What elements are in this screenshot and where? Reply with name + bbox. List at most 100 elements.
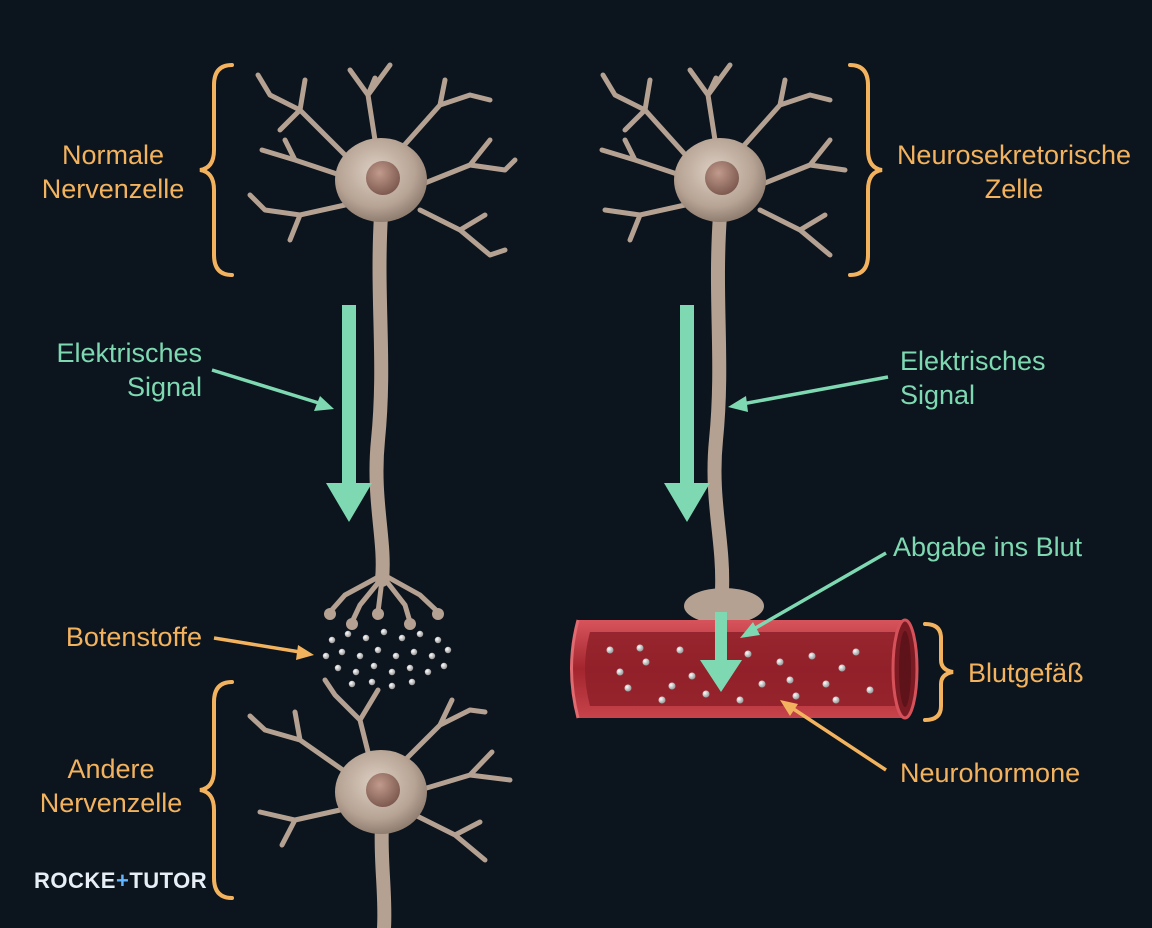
hormone-dot <box>808 652 816 660</box>
hormone-dot <box>744 650 752 658</box>
label-signal-right: Elektrisches Signal <box>900 344 1100 412</box>
messenger-dot <box>388 682 396 690</box>
messenger-dot <box>362 634 370 642</box>
hormone-dot <box>658 696 666 704</box>
neurosecretory-nucleus <box>705 161 739 195</box>
hormone-dot <box>624 684 632 692</box>
messenger-dot <box>406 664 414 672</box>
messenger-dot <box>424 668 432 676</box>
other-neuron-axon <box>374 818 392 928</box>
hormone-dot <box>688 672 696 680</box>
messenger-dot <box>416 630 424 638</box>
label-signal-left-line1: Elektrisches <box>56 338 202 368</box>
neurosecretory-axon <box>707 208 730 597</box>
other-neuron-dendrites <box>247 677 513 863</box>
normal-neuron-nucleus <box>366 161 400 195</box>
messenger-dot <box>338 648 346 656</box>
label-messengers: Botenstoffe <box>65 622 202 652</box>
blood-vessel <box>570 618 919 720</box>
messenger-dot <box>368 678 376 686</box>
neurosecretory-terminal <box>684 588 764 624</box>
messenger-dot <box>408 678 416 686</box>
messenger-dot <box>392 652 400 660</box>
label-neurosecretory-line2: Zelle <box>984 174 1044 204</box>
messenger-molecules <box>322 628 452 690</box>
messenger-dot <box>348 680 356 688</box>
hormone-dot <box>822 680 830 688</box>
pointer-signal-left <box>211 368 334 411</box>
brand-logo: ROCKE+TUTOR <box>34 868 207 894</box>
messenger-dot <box>440 662 448 670</box>
hormone-dot <box>668 682 676 690</box>
hormone-dot <box>702 690 710 698</box>
neurosecretory-dendrites <box>599 62 848 258</box>
hormone-dot <box>606 646 614 654</box>
signal-arrow-left <box>326 305 372 522</box>
other-neuron-nucleus <box>366 773 400 807</box>
hormone-dot <box>616 668 624 676</box>
brackets <box>199 63 954 900</box>
normal-neuron-axon <box>369 208 390 587</box>
hormone-dot <box>736 696 744 704</box>
messenger-dot <box>388 668 396 676</box>
neurohormone-molecules <box>606 644 874 704</box>
messenger-dot <box>410 648 418 656</box>
messenger-dot <box>370 662 378 670</box>
messenger-dot <box>398 634 406 642</box>
label-other-cell-line1: Andere <box>67 754 155 784</box>
bracket-vessel <box>923 622 954 722</box>
hormone-dot <box>786 676 794 684</box>
pointer-neurohormones <box>780 700 887 772</box>
hormone-dot <box>642 658 650 666</box>
label-neurosecretory-line1: Neurosekretorische <box>896 140 1132 170</box>
label-signal-right-line1: Elektrisches <box>900 346 1046 376</box>
messenger-dot <box>444 646 452 654</box>
normal-neuron-dendrites <box>247 62 518 258</box>
hormone-dot <box>792 692 800 700</box>
label-other-cell: Andere Nervenzelle <box>26 752 196 820</box>
label-vessel: Blutgefäß <box>968 658 1084 688</box>
label-other-cell-line2: Nervenzelle <box>39 788 183 818</box>
messenger-dot <box>322 652 330 660</box>
label-neurohormones: Neurohormone <box>900 758 1081 788</box>
label-normal-cell-line2: Nervenzelle <box>41 174 185 204</box>
hormone-dot <box>866 686 874 694</box>
bracket-neurosecretory-cell <box>848 63 883 277</box>
messenger-dot <box>428 652 436 660</box>
messenger-dot <box>334 664 342 672</box>
messenger-dot <box>380 628 388 636</box>
messenger-dot <box>352 668 360 676</box>
label-signal-left: Elektrisches Signal <box>20 336 202 404</box>
pointer-signal-right <box>728 375 889 412</box>
label-normal-cell-line1: Normale <box>61 140 165 170</box>
logo-text-left: ROCKE <box>34 868 116 893</box>
hormone-dot <box>676 646 684 654</box>
bracket-normal-cell <box>199 63 234 277</box>
label-release: Abgabe ins Blut <box>893 532 1083 562</box>
logo-text-right: TUTOR <box>129 868 208 893</box>
label-signal-right-line2: Signal <box>900 380 976 410</box>
normal-neuron-terminals <box>327 572 441 625</box>
other-neuron <box>247 677 513 928</box>
neurosecretory-neuron <box>599 62 848 597</box>
bracket-other-cell <box>199 680 234 900</box>
hormone-dot <box>758 680 766 688</box>
pointer-release <box>740 551 887 638</box>
label-signal-left-line2: Signal <box>126 372 202 402</box>
messenger-dot <box>328 636 336 644</box>
normal-neuron <box>247 62 518 625</box>
messenger-dot <box>374 646 382 654</box>
pointer-messengers <box>213 636 314 660</box>
messenger-dot <box>434 636 442 644</box>
label-normal-cell: Normale Nervenzelle <box>28 138 198 206</box>
messenger-dot <box>344 630 352 638</box>
release-arrow <box>700 612 742 692</box>
hormone-dot <box>852 648 860 656</box>
hormone-dot <box>832 696 840 704</box>
hormone-dot <box>838 664 846 672</box>
signal-arrow-right <box>664 305 710 522</box>
messenger-dot <box>356 652 364 660</box>
normal-neuron-terminal-bulbs <box>324 608 444 630</box>
